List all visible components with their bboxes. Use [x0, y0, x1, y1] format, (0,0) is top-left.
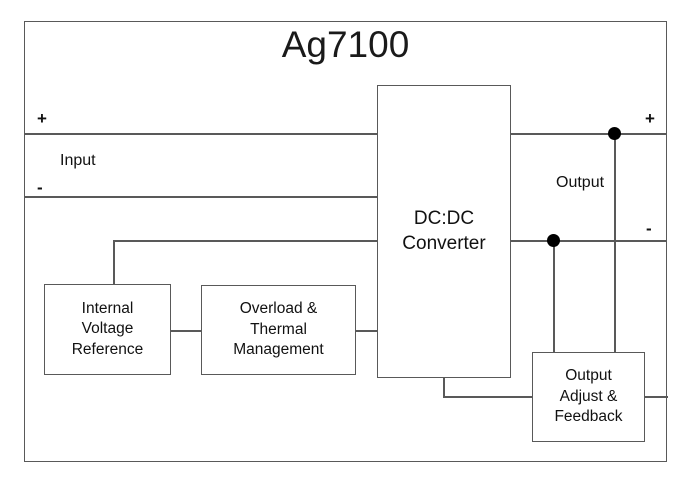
output-negative-label: - [646, 219, 652, 238]
wire-dcdc-to-reference-horizontal [113, 240, 378, 242]
block-dcdc-line-1: DC:DC [413, 208, 475, 230]
wire-dcdc-to-reference-vertical [113, 240, 115, 285]
block-output-adjust-feedback[interactable]: Output Adjust & Feedback [532, 352, 645, 442]
wire-overload-to-dcdc [355, 330, 378, 332]
junction-dot-negative-rail [547, 234, 560, 247]
block-otm-line-3: Management [233, 341, 324, 359]
block-ivr-line-3: Reference [71, 340, 144, 358]
block-ivr-line-2: Voltage [81, 320, 134, 338]
wire-dcdc-to-output-adjust [443, 396, 533, 398]
block-ivr-line-1: Internal [81, 299, 134, 317]
wire-dcdc-bottom-drop [443, 377, 445, 397]
wire-output-adjust-to-border [644, 396, 668, 398]
block-dcdc-line-2: Converter [402, 232, 486, 254]
block-dcdc-converter[interactable]: DC:DC Converter [377, 85, 511, 378]
wire-positive-tap-to-feedback [614, 133, 616, 353]
block-oaf-line-2: Adjust & [559, 387, 618, 405]
output-positive-label: + [645, 109, 655, 128]
input-negative-label: - [37, 178, 43, 197]
wire-negative-tap-to-feedback [553, 240, 555, 353]
chip-outline-border [24, 21, 667, 462]
block-overload-thermal-management[interactable]: Overload & Thermal Management [201, 285, 356, 375]
wire-output-positive [510, 133, 667, 135]
output-group-label: Output [556, 174, 605, 191]
page-title: Ag7100 [281, 24, 410, 65]
block-otm-line-2: Thermal [250, 320, 307, 338]
wire-reference-to-overload [170, 330, 202, 332]
block-oaf-line-3: Feedback [554, 408, 623, 426]
block-internal-voltage-reference[interactable]: Internal Voltage Reference [44, 284, 171, 375]
block-otm-line-1: Overload & [239, 300, 318, 318]
block-oaf-line-1: Output [565, 367, 612, 385]
junction-dot-positive-rail [608, 127, 621, 140]
input-group-label: Input [60, 152, 96, 169]
wire-input-negative [24, 196, 378, 198]
input-positive-label: + [37, 109, 47, 128]
wire-output-negative [510, 240, 667, 242]
wire-input-positive [24, 133, 378, 135]
